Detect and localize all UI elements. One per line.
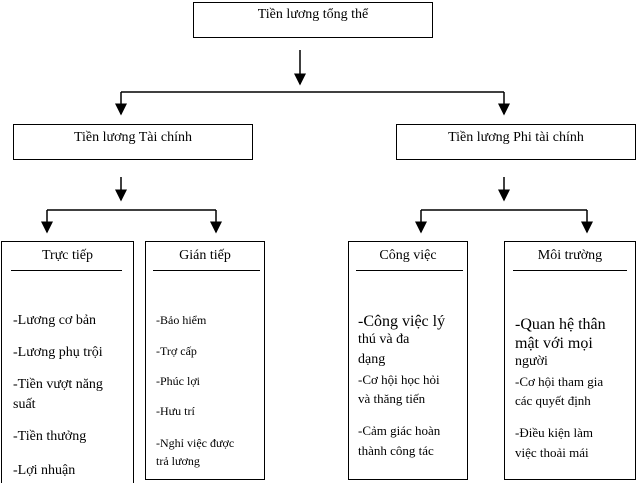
root-node-label: Tiền lương tổng thể bbox=[257, 7, 369, 22]
direct-item: -Lương cơ bản bbox=[13, 313, 97, 328]
work-separator bbox=[356, 270, 463, 271]
environment-item: -Điều kiện làm bbox=[515, 425, 593, 440]
direct-node-label: Trực tiếp bbox=[41, 248, 94, 263]
environment-item: mật với mọi bbox=[515, 335, 593, 352]
work-item: -Cảm giác hoàn bbox=[358, 423, 441, 438]
nonfinancial-node: Tiền lương Phi tài chính bbox=[396, 124, 636, 160]
direct-item: -Tiền thưởng bbox=[13, 429, 87, 444]
work-item: thú và đa bbox=[358, 332, 410, 347]
work-item: dạng bbox=[358, 352, 386, 367]
direct-item: -Tiền vượt năng bbox=[13, 377, 103, 392]
direct-item: -Lương phụ trội bbox=[13, 345, 103, 360]
work-node: Công việc -Công việc lý thú và đa dạng -… bbox=[348, 241, 468, 480]
indirect-item: trả lương bbox=[156, 454, 200, 468]
work-item: thành công tác bbox=[358, 443, 434, 458]
environment-item: -Quan hệ thân bbox=[515, 316, 606, 333]
financial-node-label: Tiền lương Tài chính bbox=[73, 130, 193, 145]
work-node-label: Công việc bbox=[379, 248, 437, 263]
root-node: Tiền lương tổng thể bbox=[193, 2, 433, 38]
work-item: và thăng tiến bbox=[358, 391, 426, 406]
indirect-separator bbox=[153, 270, 260, 271]
indirect-item: -Phúc lợi bbox=[156, 374, 201, 388]
environment-separator bbox=[513, 270, 627, 271]
direct-separator bbox=[11, 270, 122, 271]
indirect-node: Gián tiếp -Bảo hiểm -Trợ cấp -Phúc lợi -… bbox=[145, 241, 265, 480]
environment-item: người bbox=[515, 354, 548, 369]
indirect-item: -Nghỉ việc được bbox=[156, 436, 235, 450]
indirect-item: -Hưu trí bbox=[156, 404, 195, 418]
environment-item: các quyết định bbox=[515, 393, 591, 408]
environment-node: Môi trường -Quan hệ thân mật với mọi ngư… bbox=[504, 241, 636, 480]
environment-item: việc thoải mái bbox=[515, 445, 589, 460]
nonfinancial-node-label: Tiền lương Phi tài chính bbox=[448, 130, 584, 145]
work-item: -Công việc lý bbox=[358, 313, 446, 330]
direct-node: Trực tiếp -Lương cơ bản -Lương phụ trội … bbox=[1, 241, 134, 483]
direct-item: -Lợi nhuận bbox=[13, 463, 76, 478]
indirect-node-label: Gián tiếp bbox=[179, 248, 231, 263]
indirect-item: -Bảo hiểm bbox=[156, 313, 207, 327]
financial-node: Tiền lương Tài chính bbox=[13, 124, 253, 160]
indirect-item: -Trợ cấp bbox=[156, 344, 197, 358]
work-item: -Cơ hội học hỏi bbox=[358, 372, 440, 387]
direct-item: suất bbox=[13, 397, 36, 412]
environment-node-label: Môi trường bbox=[537, 248, 603, 263]
environment-item: -Cơ hội tham gia bbox=[515, 374, 604, 389]
